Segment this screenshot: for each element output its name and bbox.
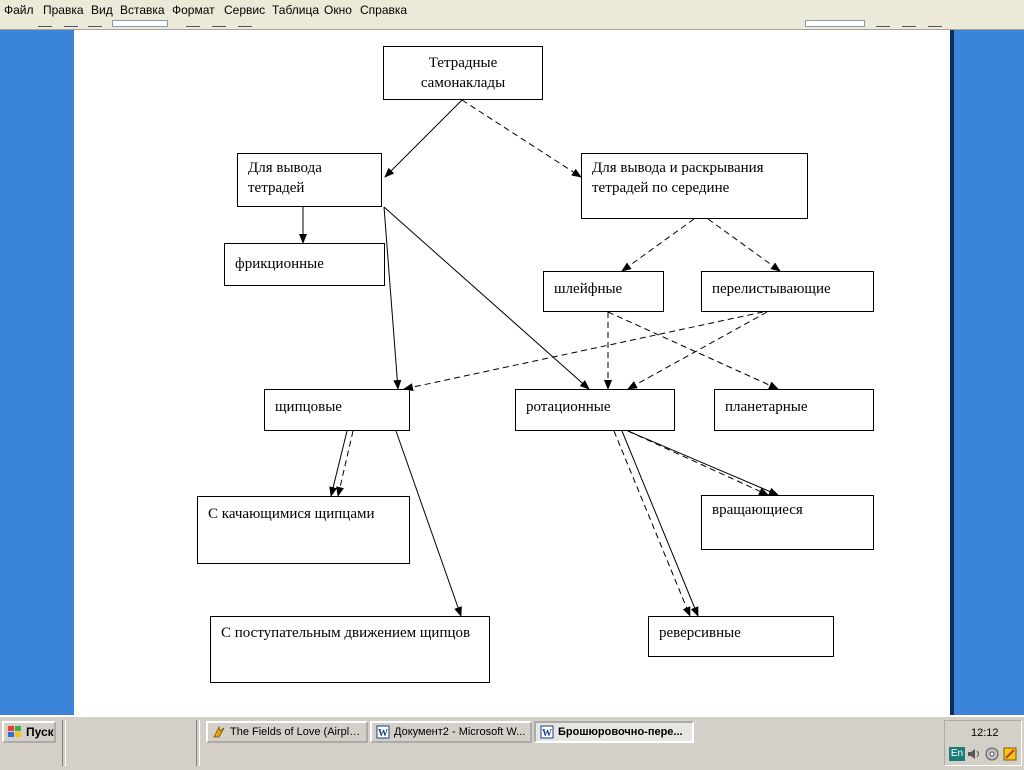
font-size-dropdown[interactable] bbox=[805, 20, 865, 27]
menu-bar: Файл Правка Вид Вставка Формат Сервис Та… bbox=[0, 0, 1024, 21]
toolbar-button[interactable] bbox=[64, 20, 78, 27]
toolbar-button[interactable] bbox=[88, 20, 102, 27]
node-shingle[interactable]: шлейфные bbox=[543, 271, 664, 312]
taskbar-divider bbox=[62, 720, 66, 766]
node-planetary[interactable]: планетарные bbox=[714, 389, 874, 431]
svg-text:W: W bbox=[378, 728, 388, 739]
toolbar-button[interactable] bbox=[186, 20, 200, 27]
menu-window[interactable]: Окно bbox=[324, 3, 352, 17]
toolbar bbox=[0, 20, 1024, 30]
menu-file[interactable]: Файл bbox=[4, 3, 34, 17]
language-indicator[interactable]: En bbox=[949, 747, 965, 761]
windows-logo-icon bbox=[8, 726, 22, 738]
word-icon: W bbox=[540, 725, 554, 739]
task-button-document2[interactable]: W Документ2 - Microsoft W... bbox=[370, 721, 532, 743]
toolbar-button[interactable] bbox=[212, 20, 226, 27]
volume-icon[interactable] bbox=[967, 747, 981, 761]
clock[interactable]: 12:12 bbox=[971, 727, 999, 739]
node-translational-grippers[interactable]: С поступательным движением щипцов bbox=[210, 616, 490, 683]
task-button-brochure[interactable]: W Брошюровочно-пере... bbox=[534, 721, 694, 743]
node-page-turning[interactable]: перелистывающие bbox=[701, 271, 874, 312]
task-button-winamp[interactable]: The Fields of Love (Airpla... bbox=[206, 721, 368, 743]
task-label: Документ2 - Microsoft W... bbox=[394, 726, 526, 738]
node-root[interactable]: Тетрадные самонаклады bbox=[383, 46, 543, 100]
menu-help[interactable]: Справка bbox=[360, 3, 408, 17]
system-tray: 12:12 En bbox=[944, 720, 1022, 766]
task-label: The Fields of Love (Airpla... bbox=[230, 726, 362, 738]
tray-app-icon[interactable] bbox=[1003, 747, 1017, 761]
node-rotary[interactable]: ротационные bbox=[515, 389, 675, 431]
toolbar-button[interactable] bbox=[902, 20, 916, 27]
style-dropdown[interactable] bbox=[112, 20, 168, 27]
node-output[interactable]: Для вывода тетрадей bbox=[237, 153, 382, 207]
vertical-scrollbar-edge[interactable] bbox=[950, 30, 954, 715]
node-reversible[interactable]: реверсивные bbox=[648, 616, 834, 657]
toolbar-button[interactable] bbox=[38, 20, 52, 27]
menu-view[interactable]: Вид bbox=[91, 3, 113, 17]
document-page[interactable] bbox=[74, 30, 950, 715]
menu-insert[interactable]: Вставка bbox=[120, 3, 165, 17]
toolbar-button[interactable] bbox=[928, 20, 942, 27]
taskbar: Пуск The Fields of Love (Airpla... W Док… bbox=[0, 715, 1024, 770]
winamp-icon bbox=[212, 725, 226, 739]
node-output-open[interactable]: Для вывода и раскрывания тетрадей по сер… bbox=[581, 153, 808, 219]
node-swinging-grippers[interactable]: С качающимися щипцами bbox=[197, 496, 410, 564]
start-button[interactable]: Пуск bbox=[2, 721, 56, 743]
menu-format[interactable]: Формат bbox=[172, 3, 215, 17]
word-icon: W bbox=[376, 725, 390, 739]
toolbar-button[interactable] bbox=[238, 20, 252, 27]
cd-player-icon[interactable] bbox=[985, 747, 999, 761]
node-friction[interactable]: фрикционные bbox=[224, 243, 385, 286]
node-gripper[interactable]: щипцовые bbox=[264, 389, 410, 431]
start-label: Пуск bbox=[26, 725, 54, 739]
taskbar-divider bbox=[196, 720, 200, 766]
workspace-margin-right bbox=[950, 30, 1024, 715]
menu-table[interactable]: Таблица bbox=[272, 3, 320, 17]
toolbar-button[interactable] bbox=[876, 20, 890, 27]
task-label: Брошюровочно-пере... bbox=[558, 726, 683, 738]
menu-edit[interactable]: Правка bbox=[43, 3, 84, 17]
workspace-margin-left bbox=[0, 30, 74, 715]
svg-text:W: W bbox=[542, 728, 552, 739]
menu-tools[interactable]: Сервис bbox=[224, 3, 266, 17]
node-rotating[interactable]: вращающиеся bbox=[701, 495, 874, 550]
